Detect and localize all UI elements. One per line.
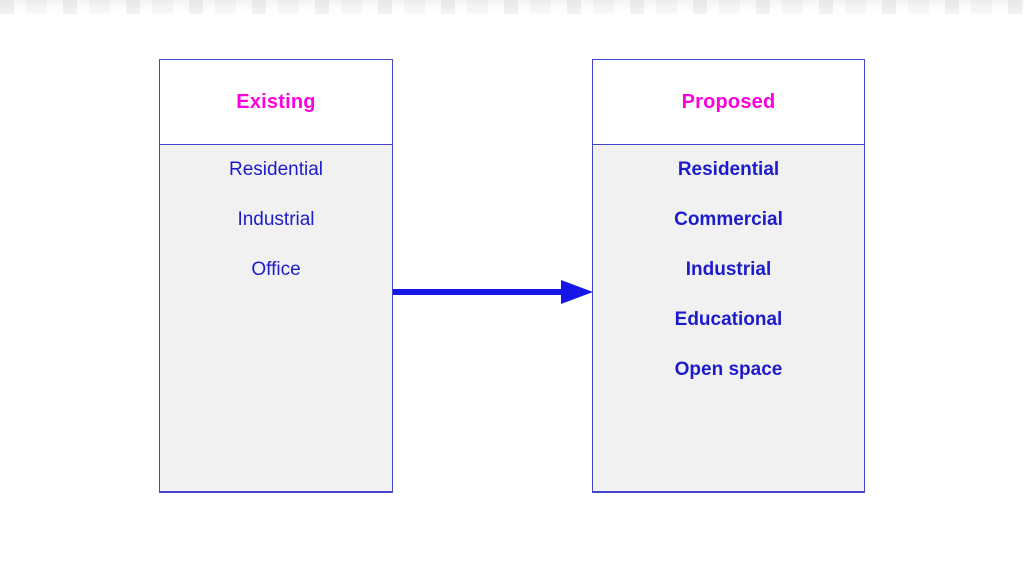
proposed-box-title: Proposed [681,90,776,113]
proposed-box-body: Residential Commercial Industrial Educat… [593,145,864,491]
scan-noise-band [0,0,1024,14]
proposed-item: Commercial [674,209,783,230]
existing-box-header: Existing [160,60,392,145]
existing-item: Office [251,259,301,280]
proposed-item: Educational [674,309,783,330]
existing-item: Industrial [237,209,315,230]
existing-box: Existing Residential Industrial Office [159,59,393,493]
proposed-item: Residential [677,159,780,180]
proposed-item: Open space [674,359,783,380]
existing-item: Residential [229,159,323,180]
proposed-box-header: Proposed [593,60,864,145]
right-arrow-icon [393,280,593,304]
proposed-item: Industrial [685,259,772,280]
proposed-box: Proposed Residential Commercial Industri… [592,59,865,493]
existing-box-body: Residential Industrial Office [160,145,392,491]
existing-box-title: Existing [236,90,316,113]
